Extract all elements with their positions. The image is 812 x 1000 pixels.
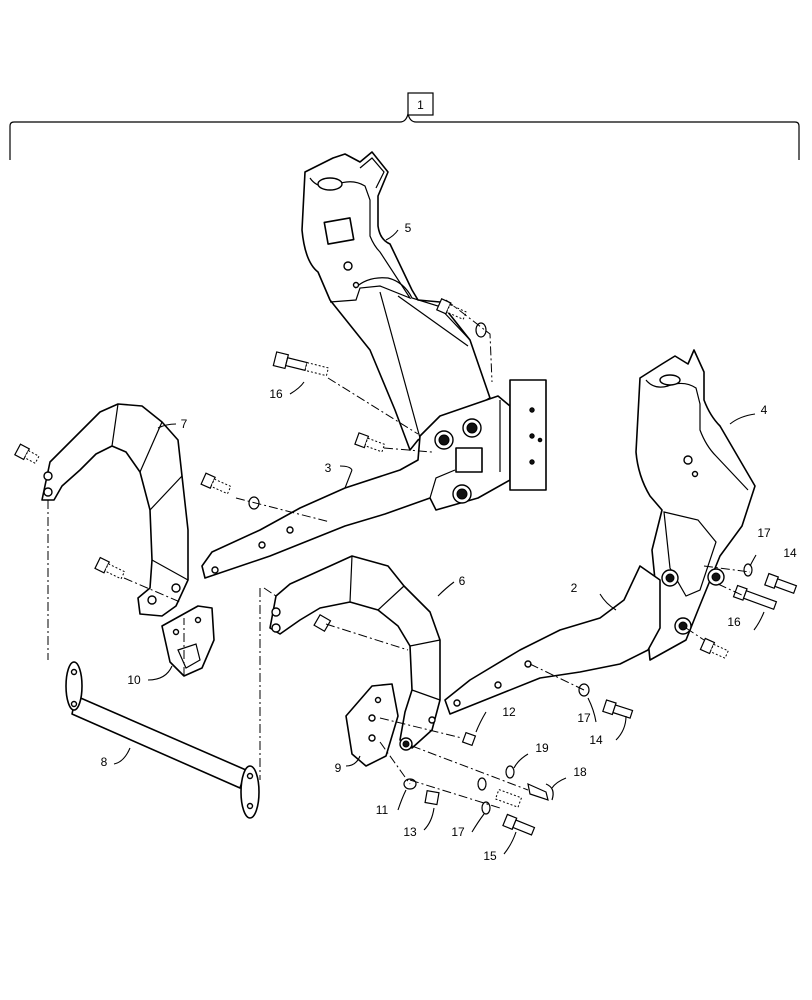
callout-18: 18 xyxy=(573,765,587,779)
hardware-group xyxy=(14,298,798,836)
callout-9: 9 xyxy=(335,761,342,775)
nut-12 xyxy=(461,731,477,747)
assembly-lines xyxy=(47,299,751,809)
bolt-left-mid xyxy=(200,472,232,495)
callout-15: 15 xyxy=(483,849,497,863)
callout-13: 13 xyxy=(403,825,417,839)
assembly-number: 1 xyxy=(417,98,424,112)
callout-12: 12 xyxy=(502,705,516,719)
callout-17-lower: 17 xyxy=(577,711,591,725)
bolt-left-lower xyxy=(94,556,126,580)
bolt-right-lower xyxy=(699,637,729,659)
part-5-tower-left xyxy=(301,151,491,451)
bolt-14-right xyxy=(764,572,798,595)
assembly-number-box xyxy=(407,92,434,116)
callout-labels: 2 3 4 5 6 7 8 9 10 11 12 13 14 14 15 16 … xyxy=(101,221,797,863)
bolt-upper-center xyxy=(435,298,468,321)
callout-6: 6 xyxy=(459,574,466,588)
bolt-16-upper xyxy=(272,351,329,377)
callout-8: 8 xyxy=(101,755,108,769)
part-9-plate xyxy=(345,683,399,767)
callout-7: 7 xyxy=(181,417,188,431)
bolt-15 xyxy=(502,813,536,836)
part-2-right-arm xyxy=(444,565,661,715)
callout-5: 5 xyxy=(405,221,412,235)
bolt-left-link-top xyxy=(14,443,40,464)
pin-18 xyxy=(527,782,554,801)
bolt-dashed-lower xyxy=(494,788,523,808)
callout-19: 19 xyxy=(535,741,549,755)
assembly-bracket: 1 xyxy=(9,92,800,160)
callout-17-right: 17 xyxy=(757,526,771,540)
part-7-c-link xyxy=(41,403,189,617)
callout-11: 11 xyxy=(376,803,389,817)
callout-14-lower: 14 xyxy=(589,733,603,747)
part-3-main-arm xyxy=(201,379,547,579)
callout-3: 3 xyxy=(325,461,332,475)
callout-17-bottom: 17 xyxy=(451,825,465,839)
callout-16-upper: 16 xyxy=(269,387,283,401)
part-10-bracket-plate xyxy=(161,605,215,677)
callout-2: 2 xyxy=(571,581,578,595)
part-6-c-link xyxy=(269,555,441,751)
callout-16-right: 16 xyxy=(727,615,741,629)
bolt-center-arm xyxy=(354,432,386,453)
callout-10: 10 xyxy=(127,673,141,687)
bolt-16-right xyxy=(732,584,778,611)
part-4-tower-right xyxy=(635,349,756,661)
bolt-center-link xyxy=(313,613,332,633)
bolt-13 xyxy=(424,790,440,806)
leader-lines xyxy=(113,229,765,855)
part-8-cross-shaft xyxy=(65,661,260,819)
callout-4: 4 xyxy=(761,403,768,417)
bolt-14-lower xyxy=(602,699,634,719)
callout-14-right: 14 xyxy=(783,546,797,560)
